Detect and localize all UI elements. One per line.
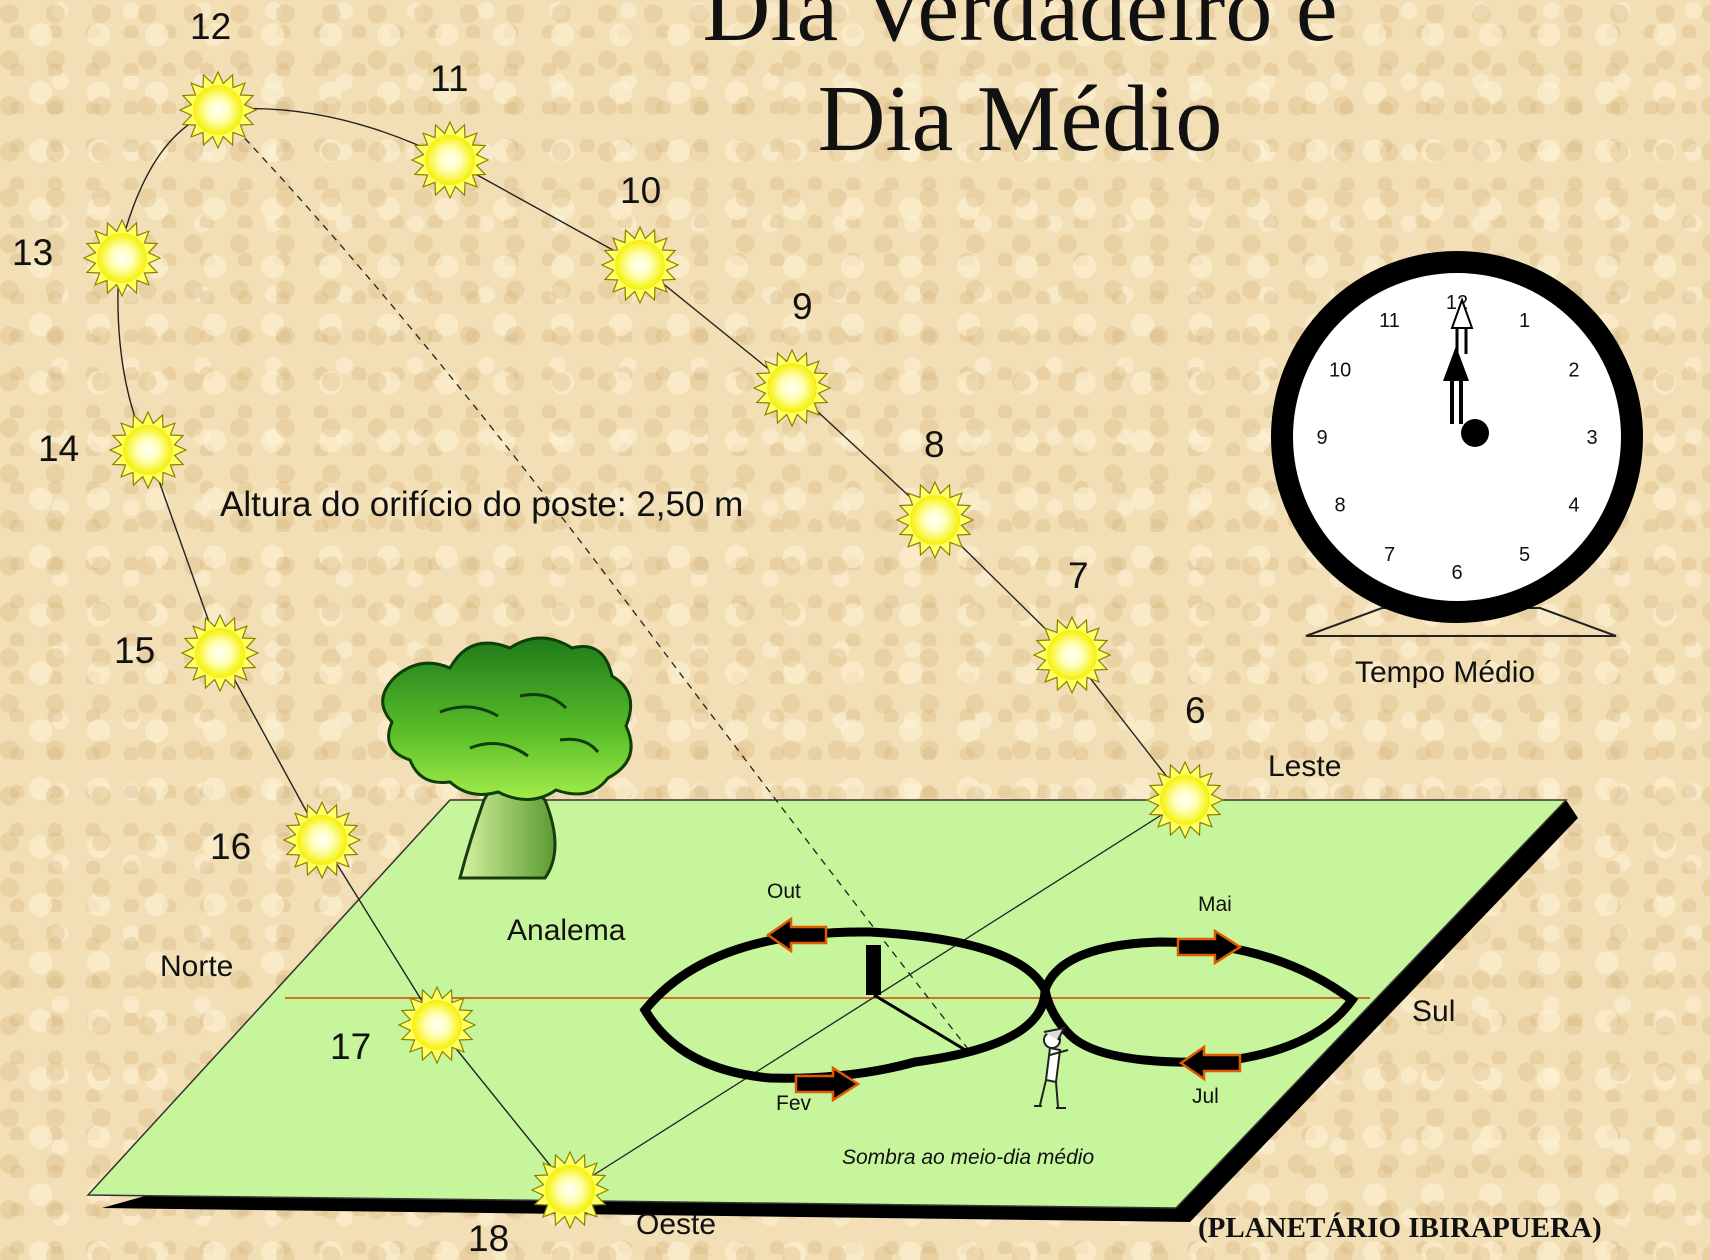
hour-label-13: 13 bbox=[12, 232, 54, 273]
clock-number-2: 2 bbox=[1568, 360, 1579, 382]
sun-icon-10 bbox=[600, 225, 680, 305]
title-line-1: Dia Verdadeiro e bbox=[702, 0, 1338, 61]
sun-icon-8 bbox=[895, 480, 975, 560]
clock-number-3: 3 bbox=[1586, 427, 1597, 449]
sun-ray-dashed bbox=[217, 109, 973, 1055]
clock-number-9: 9 bbox=[1316, 427, 1327, 449]
direction-west: Oeste bbox=[636, 1208, 717, 1241]
hour-label-11: 11 bbox=[430, 58, 469, 99]
sun-icon-9 bbox=[752, 348, 832, 428]
sun-icon-12 bbox=[178, 70, 258, 150]
clock-number-10: 10 bbox=[1329, 360, 1351, 382]
clock-number-5: 5 bbox=[1519, 544, 1530, 566]
noon-shadow-label: Sombra ao meio-dia médio bbox=[842, 1146, 1095, 1169]
clock-number-4: 4 bbox=[1568, 495, 1579, 517]
hour-label-8: 8 bbox=[924, 424, 945, 465]
analemma-label: Analema bbox=[507, 914, 626, 947]
month-label-mai: Mai bbox=[1198, 893, 1232, 916]
hour-label-12: 12 bbox=[190, 6, 232, 47]
arrow-out bbox=[765, 916, 828, 954]
hour-label-18: 18 bbox=[468, 1218, 510, 1259]
direction-north: Norte bbox=[160, 950, 234, 983]
hour-label-16: 16 bbox=[210, 826, 252, 867]
hour-label-7: 7 bbox=[1068, 555, 1089, 596]
clock-caption: Tempo Médio bbox=[1355, 656, 1536, 689]
sun-icon-11 bbox=[410, 120, 490, 200]
sun-icon-16 bbox=[282, 800, 362, 880]
tree-icon bbox=[381, 636, 633, 880]
sun-icon-14 bbox=[108, 410, 188, 490]
sun-icon-13 bbox=[82, 218, 162, 298]
direction-south: Sul bbox=[1412, 995, 1456, 1028]
post bbox=[866, 945, 881, 995]
direction-east: Leste bbox=[1268, 750, 1342, 783]
ground-plane bbox=[86, 799, 1578, 1222]
hour-label-9: 9 bbox=[792, 286, 813, 327]
person-icon bbox=[1034, 1026, 1069, 1109]
post-shadow bbox=[873, 993, 973, 1056]
sun-icon-15 bbox=[180, 613, 260, 693]
sun-icon-17 bbox=[397, 985, 477, 1065]
title-line-2: Dia Médio bbox=[817, 67, 1223, 171]
month-label-fev: Fev bbox=[776, 1092, 812, 1115]
clock-number-1: 1 bbox=[1519, 310, 1530, 332]
month-label-out: Out bbox=[767, 880, 801, 903]
clock-number-6: 6 bbox=[1451, 562, 1462, 584]
sun-icon-18 bbox=[530, 1150, 610, 1230]
arrow-jul bbox=[1178, 1044, 1242, 1082]
month-label-jul: Jul bbox=[1192, 1085, 1219, 1108]
hour-label-6: 6 bbox=[1185, 690, 1206, 731]
arrow-mai bbox=[1176, 928, 1243, 966]
credit-label: (PLANETÁRIO IBIRAPUERA) bbox=[1198, 1212, 1602, 1244]
sun-icon-6 bbox=[1145, 760, 1225, 840]
hour-label-10: 10 bbox=[620, 170, 662, 211]
post-height-label: Altura do orifício do poste: 2,50 m bbox=[220, 485, 744, 524]
clock-number-7: 7 bbox=[1384, 544, 1395, 566]
sun-path bbox=[117, 107, 1186, 1191]
hour-label-15: 15 bbox=[114, 630, 156, 671]
arrow-fev bbox=[794, 1065, 861, 1103]
sun-icon-7 bbox=[1032, 615, 1112, 695]
hour-label-17: 17 bbox=[330, 1026, 372, 1067]
clock-number-11: 11 bbox=[1379, 310, 1400, 332]
hour-label-14: 14 bbox=[38, 428, 80, 469]
clock-number-8: 8 bbox=[1335, 495, 1346, 517]
